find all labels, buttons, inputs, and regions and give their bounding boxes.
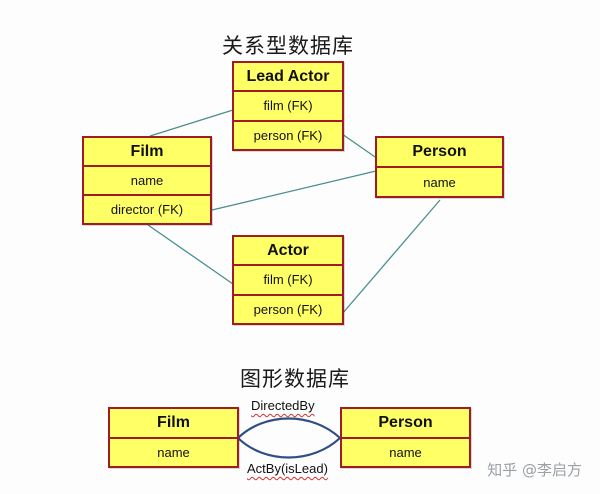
entity-title: Person	[378, 413, 433, 431]
entity-title: Lead Actor	[246, 67, 330, 85]
watermark: 知乎 @李启方	[487, 461, 582, 479]
graph-node-person: Person name	[340, 407, 471, 468]
entity-title: Film	[130, 142, 164, 160]
graph-node-film: Film name	[108, 407, 239, 468]
entity-actor: Actor film (FK) person (FK)	[232, 235, 344, 325]
entity-film: Film name director (FK)	[82, 136, 212, 225]
graph-heading: 图形数据库	[240, 367, 350, 391]
entity-title: Actor	[267, 241, 309, 259]
connector-actor-person	[341, 199, 441, 315]
entity-lead-actor: Lead Actor film (FK) person (FK)	[232, 61, 344, 151]
entity-field: name	[377, 166, 502, 196]
entity-field: person (FK)	[234, 293, 342, 323]
connector-leadactor-person	[341, 133, 379, 160]
entity-field: film (FK)	[234, 90, 342, 119]
edge-actby	[237, 437, 341, 459]
entity-field: film (FK)	[234, 264, 342, 293]
relational-heading: 关系型数据库	[222, 34, 354, 58]
entity-field: name	[110, 436, 237, 467]
entity-title: Film	[157, 413, 190, 431]
edge-label-directedby: DirectedBy	[251, 398, 315, 413]
entity-title: Person	[412, 143, 467, 160]
edge-label-actby: ActBy(isLead)	[247, 461, 328, 476]
connector-film-actor	[147, 224, 234, 285]
entity-field: person (FK)	[234, 119, 342, 149]
entity-field: name	[84, 165, 210, 194]
edge-directedby	[237, 417, 341, 439]
entity-field: name	[342, 436, 469, 467]
entity-person: Person name	[375, 136, 504, 198]
connector-film-leadactor	[149, 109, 234, 137]
entity-field: director (FK)	[84, 194, 210, 223]
connector-film-person	[211, 170, 377, 211]
